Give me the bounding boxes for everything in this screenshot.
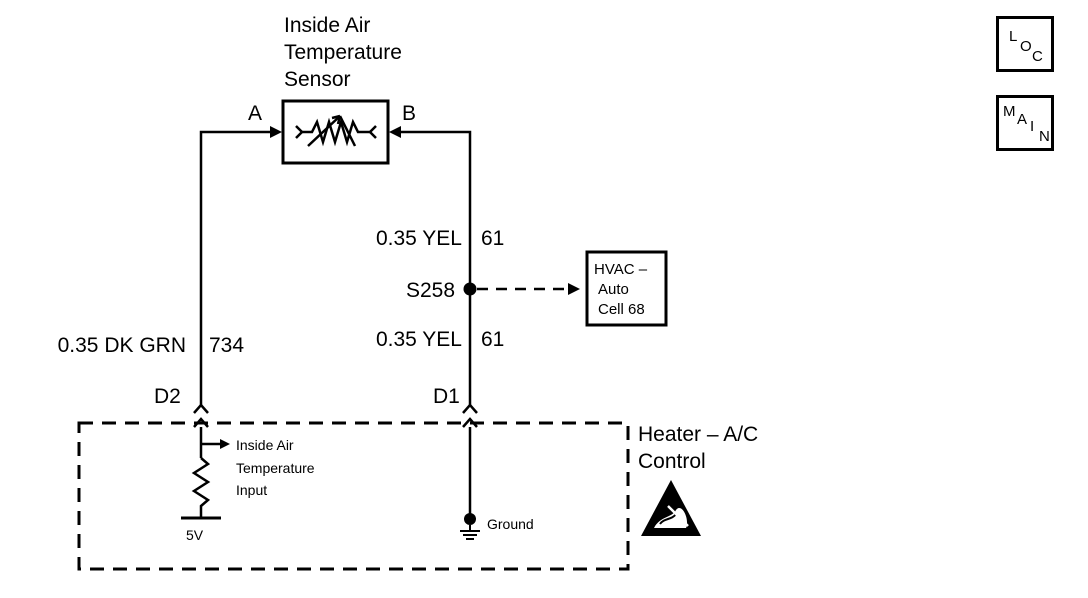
wire-734-path (199, 130, 276, 405)
input-label-line-2: Temperature (236, 460, 315, 476)
hvac-auto-cell-reference[interactable]: HVAC – Auto Cell 68 (585, 250, 668, 327)
connector-d1-chevron-icon (462, 403, 478, 414)
input-label-line-3: Input (236, 482, 267, 498)
sensor-title-line-1: Inside Air (284, 14, 370, 37)
reference-line-3: Cell 68 (598, 301, 645, 318)
ground-icon (460, 525, 480, 540)
main-letter-m: M (1003, 103, 1016, 120)
main-letter-a: A (1017, 111, 1028, 128)
reference-box[interactable] (585, 250, 668, 327)
wire-61: 0.35 YEL 61 0.35 YEL 61 (376, 126, 504, 405)
heater-ac-control-module: Heater – A/C Control Inside Air Temperat… (77, 421, 758, 571)
connector-pin-d1: D1 (433, 385, 460, 408)
wire-734-arrow-icon (270, 126, 282, 138)
wire-61-arrow-icon (389, 126, 401, 138)
main-letter-n: N (1039, 128, 1050, 145)
main-button[interactable]: M A I N (996, 95, 1054, 151)
sensor-pin-a: A (248, 102, 262, 125)
inside-air-temperature-sensor: Inside Air Temperature Sensor A B (248, 14, 416, 165)
reference-line-2: Auto (598, 281, 629, 298)
wire-61-lower-circuit-label: 61 (481, 328, 504, 351)
connector: D2 D1 (154, 385, 478, 428)
wire-61-upper-circuit-label: 61 (481, 227, 504, 250)
wire-734: 0.35 DK GRN 734 (58, 126, 282, 405)
module-dashed-border (77, 421, 630, 571)
pull-up-resistor-icon (191, 457, 211, 518)
supply-label: 5V (186, 527, 204, 543)
ground-circuit: Ground (460, 427, 534, 540)
sensor-box (281, 99, 390, 165)
esd-warning-icon (641, 480, 701, 536)
input-label-line-1: Inside Air (236, 437, 294, 453)
sensor-title-line-2: Temperature (284, 41, 402, 64)
connector-pin-d2: D2 (154, 385, 181, 408)
reference-line-1: HVAC – (594, 261, 648, 278)
ground-node-dot-icon (464, 513, 476, 525)
input-arrow-icon (220, 439, 230, 449)
main-letter-i: I (1030, 118, 1035, 135)
splice-reference-arrow-icon (568, 283, 580, 295)
sensor-pin-b: B (402, 102, 416, 125)
splice-dot-icon (463, 282, 477, 296)
connector-d2-chevron-icon (193, 403, 209, 414)
loc-button[interactable]: L O C (996, 16, 1054, 72)
module-title-line-2: Control (638, 450, 706, 473)
wire-61-path (395, 130, 472, 405)
wire-734-color-label: 0.35 DK GRN (58, 334, 186, 357)
loc-letter-o: O (1020, 38, 1032, 55)
ground-label: Ground (487, 516, 534, 532)
thermistor-icon (295, 114, 377, 147)
sensor-title-line-3: Sensor (284, 68, 351, 91)
splice-label: S258 (406, 279, 455, 302)
wire-61-upper-color-label: 0.35 YEL (376, 227, 462, 250)
loc-letter-c: C (1032, 48, 1043, 65)
module-title-line-1: Heater – A/C (638, 423, 758, 446)
wire-734-circuit-label: 734 (209, 334, 244, 357)
wire-61-lower-color-label: 0.35 YEL (376, 328, 462, 351)
inside-air-temperature-input-circuit: Inside Air Temperature Input 5V (181, 427, 315, 543)
splice-s258: S258 (406, 279, 580, 302)
loc-letter-l: L (1009, 28, 1018, 45)
